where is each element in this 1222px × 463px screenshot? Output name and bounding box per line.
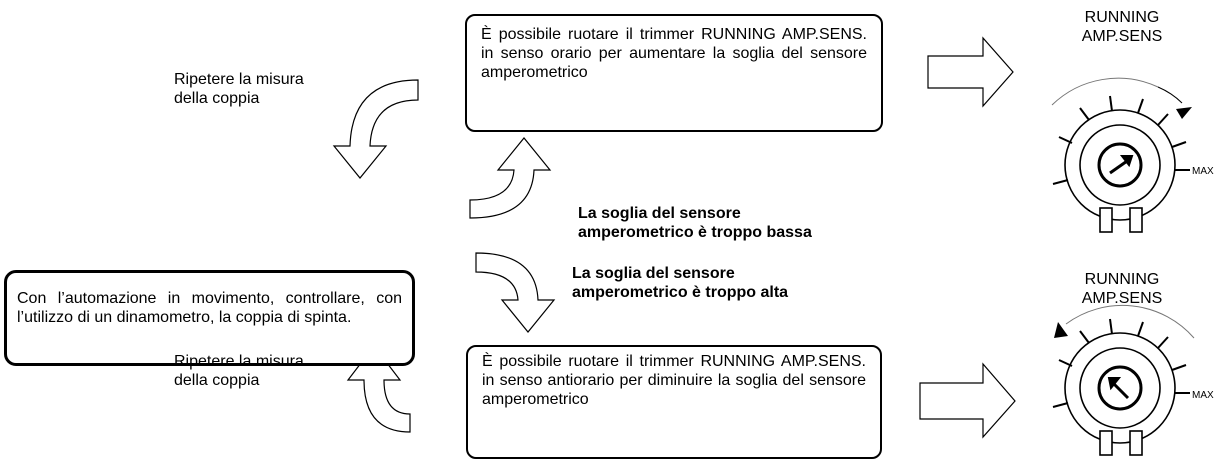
threshold-low-label: La soglia del sensore amperometrico è tr… <box>578 204 812 242</box>
knob-title-top: RUNNING AMP.SENS <box>1052 8 1192 46</box>
trimmer-knob-counterclockwise <box>1052 304 1195 456</box>
curved-arrow-threshold-high <box>475 252 556 333</box>
repeat-label-bottom-line2: della coppia <box>174 372 260 389</box>
max-label-bottom: MAX <box>1192 390 1214 401</box>
curved-arrow-repeat-top <box>332 79 419 179</box>
repeat-label-top: Ripetere la misura della coppia <box>174 70 304 108</box>
threshold-low-line2: amperometrico è troppo bassa <box>578 224 812 241</box>
repeat-label-top-line1: Ripetere la misura <box>174 71 304 88</box>
repeat-label-bottom-line1: Ripetere la misura <box>174 353 304 370</box>
knob-title-bottom-line2: AMP.SENS <box>1081 290 1163 307</box>
knob-title-top-line1: RUNNING <box>1084 9 1160 26</box>
trimmer-knob-clockwise <box>1051 77 1192 233</box>
instruction-box-counterclockwise: È possibile ruotare il trimmer RUNNING A… <box>466 345 882 459</box>
max-label-top: MAX <box>1192 166 1214 177</box>
right-arrow-bottom <box>919 362 1016 439</box>
knob-title-top-line2: AMP.SENS <box>1081 28 1163 45</box>
instruction-box-clockwise: È possibile ruotare il trimmer RUNNING A… <box>465 14 883 132</box>
threshold-high-line1: La soglia del sensore <box>572 265 735 282</box>
curved-arrow-threshold-low <box>469 137 552 219</box>
knob-title-bottom: RUNNING AMP.SENS <box>1052 270 1192 308</box>
threshold-low-line1: La soglia del sensore <box>578 205 741 222</box>
knob-title-bottom-line1: RUNNING <box>1084 271 1160 288</box>
instruction-box-measure: Con l’automazione in movimento, controll… <box>4 270 415 366</box>
repeat-label-bottom: Ripetere la misura della coppia <box>174 352 304 390</box>
repeat-label-top-line2: della coppia <box>174 90 260 107</box>
threshold-high-line2: amperometrico è troppo alta <box>572 284 789 301</box>
threshold-high-label: La soglia del sensore amperometrico è tr… <box>572 264 788 302</box>
right-arrow-top <box>927 36 1014 108</box>
